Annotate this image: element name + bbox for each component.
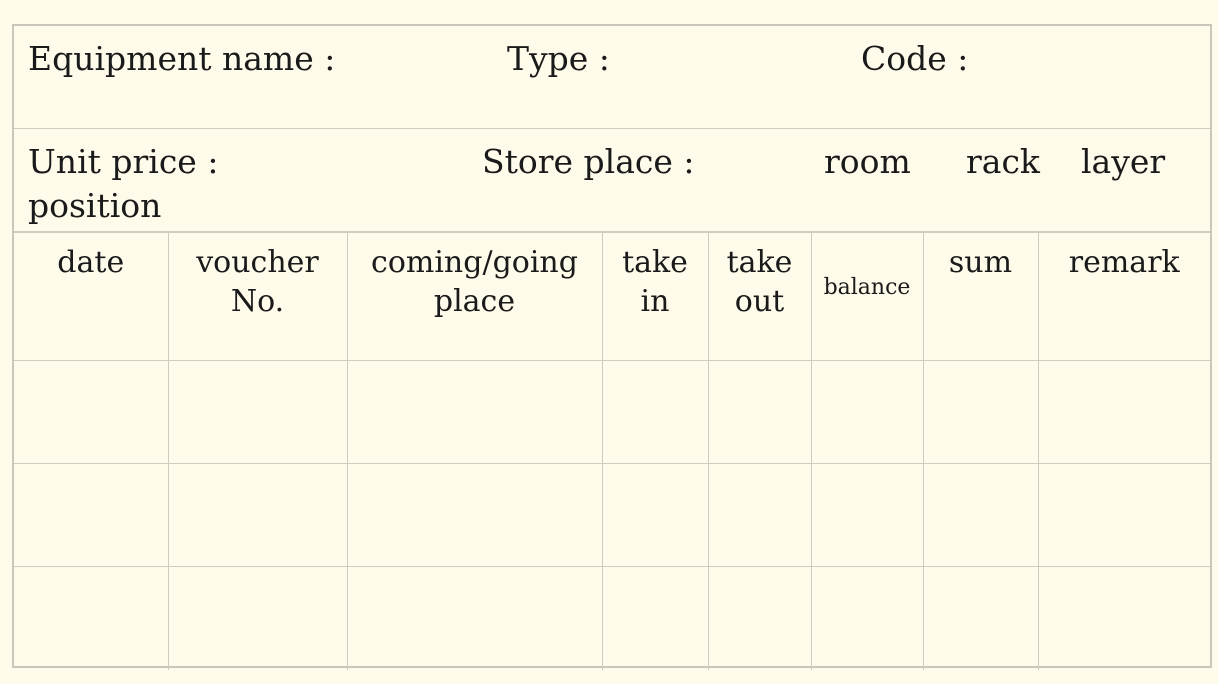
- column-header-remark: remark: [1037, 232, 1210, 361]
- table-cell: [922, 360, 1039, 464]
- table-cell: [707, 566, 812, 670]
- table-cell: [922, 566, 1039, 670]
- store-place-label: Store place :: [482, 142, 695, 181]
- table-cell: [167, 566, 348, 670]
- ledger-table: date voucher No. coming/going place take…: [14, 232, 1210, 670]
- table-cell: [346, 463, 603, 567]
- rack-label: rack: [966, 142, 1040, 181]
- table-cell: [167, 463, 348, 567]
- table-cell: [810, 463, 924, 567]
- position-label: position: [28, 186, 162, 225]
- table-cell: [14, 566, 169, 670]
- table-cell: [1037, 566, 1210, 670]
- table-cell: [14, 463, 169, 567]
- table-cell: [14, 360, 169, 464]
- type-label: Type :: [507, 39, 610, 78]
- code-label: Code :: [861, 39, 969, 78]
- room-label: room: [824, 142, 911, 181]
- table-cell: [601, 360, 709, 464]
- ledger-header-row: date voucher No. coming/going place take…: [14, 232, 1210, 361]
- layer-label: layer: [1081, 142, 1166, 181]
- table-cell: [167, 360, 348, 464]
- table-row: [14, 463, 1210, 567]
- column-header-sum: sum: [922, 232, 1039, 361]
- column-header-take-in: take in: [601, 232, 709, 361]
- column-header-date: date: [14, 232, 169, 361]
- table-cell: [1037, 360, 1210, 464]
- storage-info-row: Unit price : Store place : room rack lay…: [14, 129, 1210, 232]
- column-header-voucher-no: voucher No.: [167, 232, 348, 361]
- table-cell: [346, 360, 603, 464]
- unit-price-label: Unit price :: [28, 142, 219, 181]
- table-row: [14, 566, 1210, 670]
- equipment-name-label: Equipment name :: [28, 39, 336, 78]
- column-header-take-out: take out: [707, 232, 812, 361]
- table-cell: [601, 566, 709, 670]
- table-row: [14, 360, 1210, 464]
- table-cell: [810, 360, 924, 464]
- column-header-coming-going-place: coming/going place: [346, 232, 603, 361]
- equipment-ledger-card: Equipment name : Type : Code : Unit pric…: [12, 24, 1212, 670]
- table-cell: [922, 463, 1039, 567]
- table-cell: [707, 463, 812, 567]
- table-cell: [707, 360, 812, 464]
- table-cell: [601, 463, 709, 567]
- table-cell: [810, 566, 924, 670]
- header-row: Equipment name : Type : Code :: [14, 26, 1210, 129]
- column-header-balance: balance: [810, 232, 924, 361]
- table-cell: [1037, 463, 1210, 567]
- table-cell: [346, 566, 603, 670]
